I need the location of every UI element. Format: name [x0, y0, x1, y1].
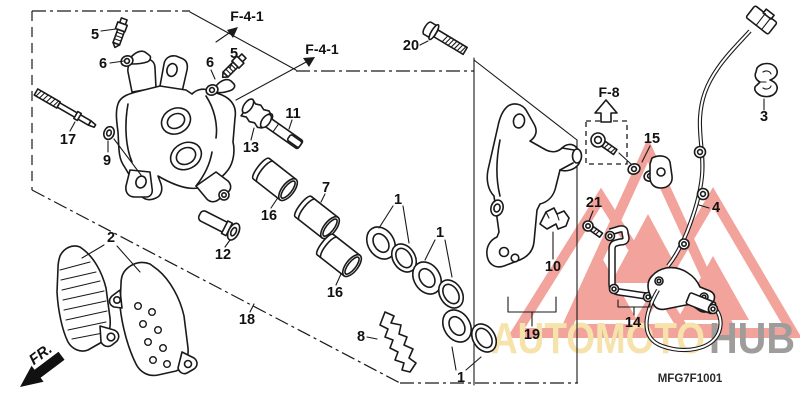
part-callout: 1: [436, 225, 444, 241]
brand-text-right: HUB: [709, 314, 795, 363]
washer-drawing: [103, 125, 142, 176]
hanger-pin-drawing: [197, 210, 241, 241]
part-callout: 15: [644, 131, 660, 147]
fr-direction-arrow: FR.: [20, 340, 65, 387]
brake-pad-drawing: [56, 245, 120, 352]
caliper-bracket-drawing: [486, 103, 583, 268]
part-callout: 6: [206, 55, 214, 71]
part-callout: 1: [394, 192, 402, 208]
part-callout: 11: [285, 106, 300, 122]
sensor-wire-stay-drawing: [604, 225, 654, 303]
brake-pad-drawing: [108, 261, 198, 377]
part-callouts: 5 6 17 9 5 6 13 11 16 7 1 1 16 8 1 2 12 …: [60, 27, 768, 386]
cable-connector: [745, 5, 778, 35]
part-callout: 9: [103, 153, 111, 169]
joint-drawing: [205, 78, 236, 96]
part-callout: 5: [91, 27, 99, 43]
mount-bolt-drawing: [422, 21, 469, 56]
part-callout: 19: [524, 327, 540, 343]
bleed-screw-drawing: [221, 53, 247, 79]
part-callout: 12: [215, 247, 231, 263]
f41-arrow: [215, 27, 238, 43]
f8-reference-box: [585, 120, 632, 165]
slide-pin-drawing: [259, 113, 304, 150]
part-callout: 13: [243, 140, 259, 156]
part-callout: 3: [760, 109, 768, 125]
f41-arrow: [235, 57, 315, 101]
part-callout: 20: [403, 38, 419, 54]
part-callout: 14: [625, 315, 641, 331]
piston-seal-set-drawing: [365, 226, 498, 353]
section-ref: F-4-1: [230, 8, 264, 24]
speed-sensor-mount-drawing: [627, 155, 673, 189]
pad-pin-drawing: [33, 88, 97, 129]
wire-clamp-drawing: [753, 62, 778, 98]
part-callout: 6: [99, 56, 107, 72]
brand-text-left: AUTOMOTO: [491, 314, 705, 363]
part-callout: 16: [261, 208, 277, 224]
leader-lines: [69, 28, 765, 371]
part-callout: 18: [239, 312, 255, 328]
part-callout: 21: [586, 195, 602, 211]
part-callout: 4: [712, 200, 720, 216]
section-ref-labels: F-4-1 F-4-1 F-8: [230, 8, 619, 100]
joint-drawing: [120, 50, 152, 67]
diagram-code: MFG7F1001: [658, 373, 723, 385]
piston-drawing: [293, 195, 341, 240]
part-callout: 1: [457, 370, 465, 386]
part-callout: 7: [322, 180, 330, 196]
brand-watermark-text: AUTOMOTO HUB: [491, 314, 795, 363]
caliper-body-drawing: [115, 55, 237, 203]
part-callout: 2: [107, 230, 115, 246]
part-callout: 8: [357, 329, 365, 345]
pad-spring-drawing: [379, 311, 417, 373]
section-ref: F-4-1: [305, 41, 339, 57]
piston-drawing: [251, 157, 299, 202]
f8-up-arrow-icon: [594, 99, 618, 123]
part-callout: 17: [60, 132, 76, 148]
part-callout: 16: [327, 285, 343, 301]
part-callout: 5: [230, 46, 238, 62]
part-callout: 10: [545, 259, 561, 275]
piston-drawing: [315, 233, 363, 278]
stay-screw-drawing: [582, 220, 604, 239]
section-ref: F-8: [599, 84, 620, 100]
abs-sensor-cable-drawing: [644, 5, 778, 353]
bleed-screw-drawing: [112, 17, 129, 49]
